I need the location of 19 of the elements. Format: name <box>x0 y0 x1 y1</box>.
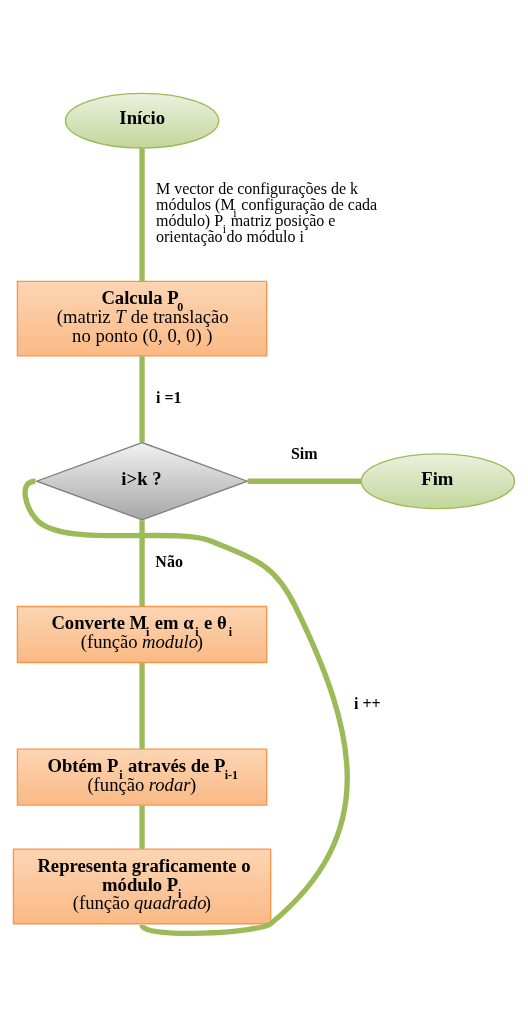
connector <box>139 662 145 749</box>
connector <box>22 478 350 936</box>
edge-label: i =1 <box>156 388 182 406</box>
node-ellipse: Fim <box>360 453 516 510</box>
connector <box>139 148 145 282</box>
node-box: Representa graficamente o módulo P$_{i}$ (função quadrado) <box>12 848 272 925</box>
node-ellipse: Início <box>64 92 220 149</box>
connector <box>139 356 145 443</box>
connector <box>247 478 362 484</box>
connector <box>139 520 145 607</box>
node-diamond: i>k ? <box>34 441 250 521</box>
edge-label: M vector de configurações de k módulos (M$_{i}$ configuração de cada módulo) P$_{i}$ matriz posição e orientação do módulo i <box>156 180 378 246</box>
edge-label: Não <box>155 552 183 570</box>
connector <box>139 805 145 849</box>
edge-label: Sim <box>290 444 318 462</box>
edge-label: i ++ <box>353 695 381 713</box>
node-box: Converte M$_{i}$ em α$_{i}$ e θ$_{i}$ (função modulo) <box>16 605 268 664</box>
node-box: Obtém P$_{i}$ através de P$_{i-1}$ (função rodar) <box>16 748 268 806</box>
node-box: Calcula P$_{0}$ (matriz T de translação no ponto (0, 0, 0) ) <box>16 280 268 357</box>
